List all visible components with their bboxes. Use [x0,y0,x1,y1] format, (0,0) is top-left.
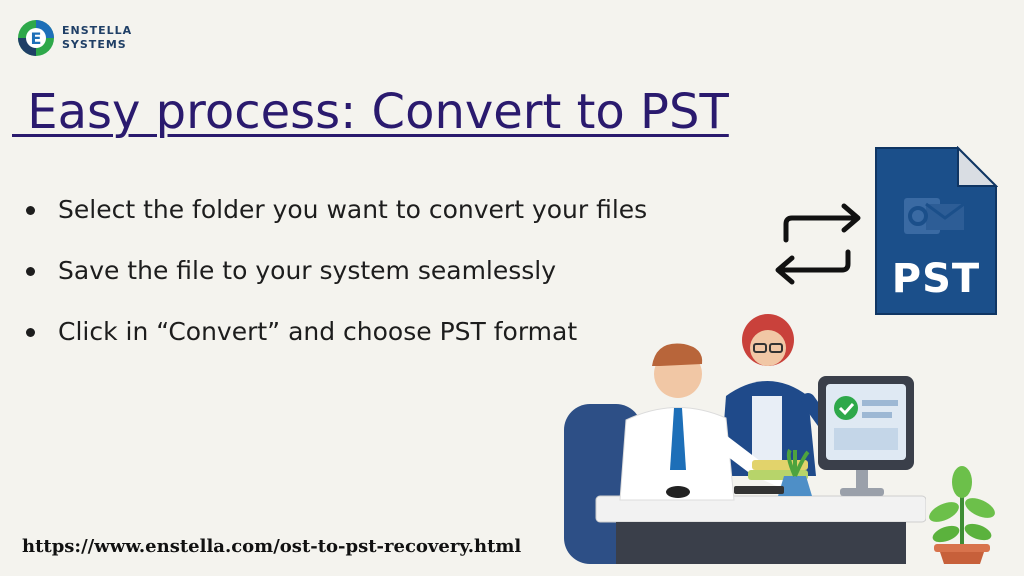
step-item: Select the folder you want to convert yo… [24,190,647,251]
brand-logo: E ENSTELLA SYSTEMS [16,18,156,64]
enstella-logo-icon: E [18,20,54,56]
potted-plant-icon [929,466,995,564]
people-working-at-computer-illustration [564,314,926,564]
brand-name: ENSTELLA SYSTEMS [62,24,132,52]
pst-label: PST [891,256,981,302]
step-item: Click in “Convert” and choose PST format [24,312,647,373]
brand-name-line1: ENSTELLA [62,24,133,37]
brand-name-line2: SYSTEMS [62,38,127,51]
swap-arrows-icon [775,203,861,285]
steps-list: Select the folder you want to convert yo… [24,190,647,373]
footer-url: https://www.enstella.com/ost-to-pst-reco… [22,536,522,557]
step-item: Save the file to your system seamlessly [24,251,647,312]
page-title: Easy process: Convert to PST [12,84,729,140]
svg-text:E: E [31,29,42,48]
outlook-pst-file-icon [875,146,998,315]
